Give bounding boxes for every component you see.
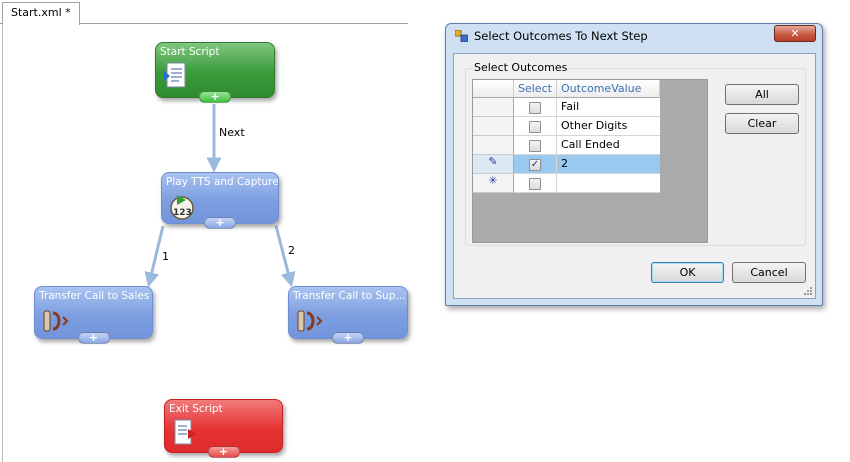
select-cell[interactable] bbox=[514, 174, 557, 193]
outcome-value-cell[interactable]: 2 bbox=[557, 155, 660, 174]
outcomes-grid[interactable]: Select OutcomeValue Fail Other Digits C bbox=[472, 79, 708, 243]
row-header-new-row-icon[interactable]: ✳ bbox=[473, 174, 514, 193]
dialog-client-area: Select Outcomes Select OutcomeValue Fail… bbox=[453, 53, 816, 299]
select-checkbox[interactable] bbox=[529, 178, 541, 190]
close-button[interactable]: ✕ bbox=[774, 25, 816, 42]
add-step-button[interactable]: + bbox=[207, 446, 240, 458]
connector-label-2: 2 bbox=[288, 244, 295, 257]
select-cell[interactable]: ✓ bbox=[514, 155, 557, 174]
add-step-button[interactable]: + bbox=[332, 332, 364, 344]
column-header-outcome-value[interactable]: OutcomeValue bbox=[557, 80, 660, 98]
outcome-value-cell[interactable]: Fail bbox=[557, 98, 660, 117]
select-outcomes-dialog: Select Outcomes To Next Step ✕ Select Ou… bbox=[445, 23, 823, 306]
app-icon bbox=[455, 30, 468, 42]
node-exit-script[interactable]: Exit Script + bbox=[164, 399, 283, 458]
connector-label-next: Next bbox=[219, 126, 245, 139]
outcome-value-cell[interactable]: Call Ended bbox=[557, 136, 660, 155]
phone-transfer-icon bbox=[43, 310, 69, 332]
resize-grip-icon[interactable] bbox=[803, 286, 813, 296]
grid-header: Select OutcomeValue bbox=[473, 80, 660, 98]
all-button[interactable]: All bbox=[725, 84, 799, 105]
table-row[interactable]: Call Ended bbox=[473, 136, 660, 155]
outcome-value-cell[interactable]: Other Digits bbox=[557, 117, 660, 136]
row-header[interactable] bbox=[473, 136, 514, 155]
select-checkbox[interactable]: ✓ bbox=[529, 159, 541, 171]
table-row[interactable]: Other Digits bbox=[473, 117, 660, 136]
select-cell[interactable] bbox=[514, 98, 557, 117]
select-cell[interactable] bbox=[514, 117, 557, 136]
connector-2 bbox=[274, 225, 296, 288]
cancel-button[interactable]: Cancel bbox=[732, 262, 806, 283]
table-row[interactable]: Fail bbox=[473, 98, 660, 117]
document-tab-strip: Start.xml * bbox=[0, 0, 408, 25]
select-checkbox[interactable] bbox=[529, 140, 541, 152]
row-header[interactable] bbox=[473, 98, 514, 117]
node-title: Exit Script bbox=[169, 403, 223, 415]
node-transfer-support[interactable]: Transfer Call to Sup... + bbox=[288, 286, 408, 344]
select-cell[interactable] bbox=[514, 136, 557, 155]
row-header[interactable] bbox=[473, 117, 514, 136]
row-header-corner bbox=[473, 80, 514, 98]
group-label: Select Outcomes bbox=[472, 61, 570, 74]
tab-start-xml[interactable]: Start.xml * bbox=[2, 2, 80, 25]
row-header-edit-pencil-icon[interactable]: ✎ bbox=[473, 155, 514, 174]
outcome-value-cell[interactable] bbox=[557, 174, 660, 193]
node-title: Transfer Call to Sales bbox=[39, 290, 150, 302]
connector-1 bbox=[144, 225, 165, 288]
exit-document-icon bbox=[174, 419, 197, 445]
add-step-button[interactable]: + bbox=[204, 217, 236, 229]
node-start-script[interactable]: Start Script + bbox=[155, 42, 275, 103]
phone-transfer-icon bbox=[297, 310, 323, 332]
dialog-title: Select Outcomes To Next Step bbox=[474, 29, 648, 43]
node-play-tts[interactable]: Play TTS and Capture 123 + bbox=[161, 172, 279, 229]
column-header-select[interactable]: Select bbox=[514, 80, 557, 98]
node-title: Transfer Call to Sup... bbox=[293, 290, 405, 302]
table-row[interactable]: ✎ ✓ 2 bbox=[473, 155, 660, 174]
svg-text:123: 123 bbox=[173, 208, 192, 218]
table-row-new[interactable]: ✳ bbox=[473, 174, 660, 193]
select-outcomes-group: Select Outcomes Select OutcomeValue Fail… bbox=[465, 61, 806, 246]
add-step-button[interactable]: + bbox=[77, 332, 110, 344]
select-checkbox[interactable] bbox=[529, 102, 541, 114]
ok-button[interactable]: OK bbox=[651, 262, 724, 283]
clear-button[interactable]: Clear bbox=[725, 113, 799, 134]
add-step-button[interactable]: + bbox=[199, 91, 231, 103]
node-title: Start Script bbox=[160, 46, 220, 58]
connector-label-1: 1 bbox=[162, 250, 169, 263]
canvas-border bbox=[2, 24, 3, 462]
play-capture-icon: 123 bbox=[170, 195, 194, 220]
select-checkbox[interactable] bbox=[529, 121, 541, 133]
node-transfer-sales[interactable]: Transfer Call to Sales + bbox=[34, 286, 153, 344]
node-title: Play TTS and Capture bbox=[166, 176, 278, 188]
script-document-icon bbox=[164, 62, 186, 88]
dialog-titlebar[interactable]: Select Outcomes To Next Step ✕ bbox=[446, 24, 822, 48]
